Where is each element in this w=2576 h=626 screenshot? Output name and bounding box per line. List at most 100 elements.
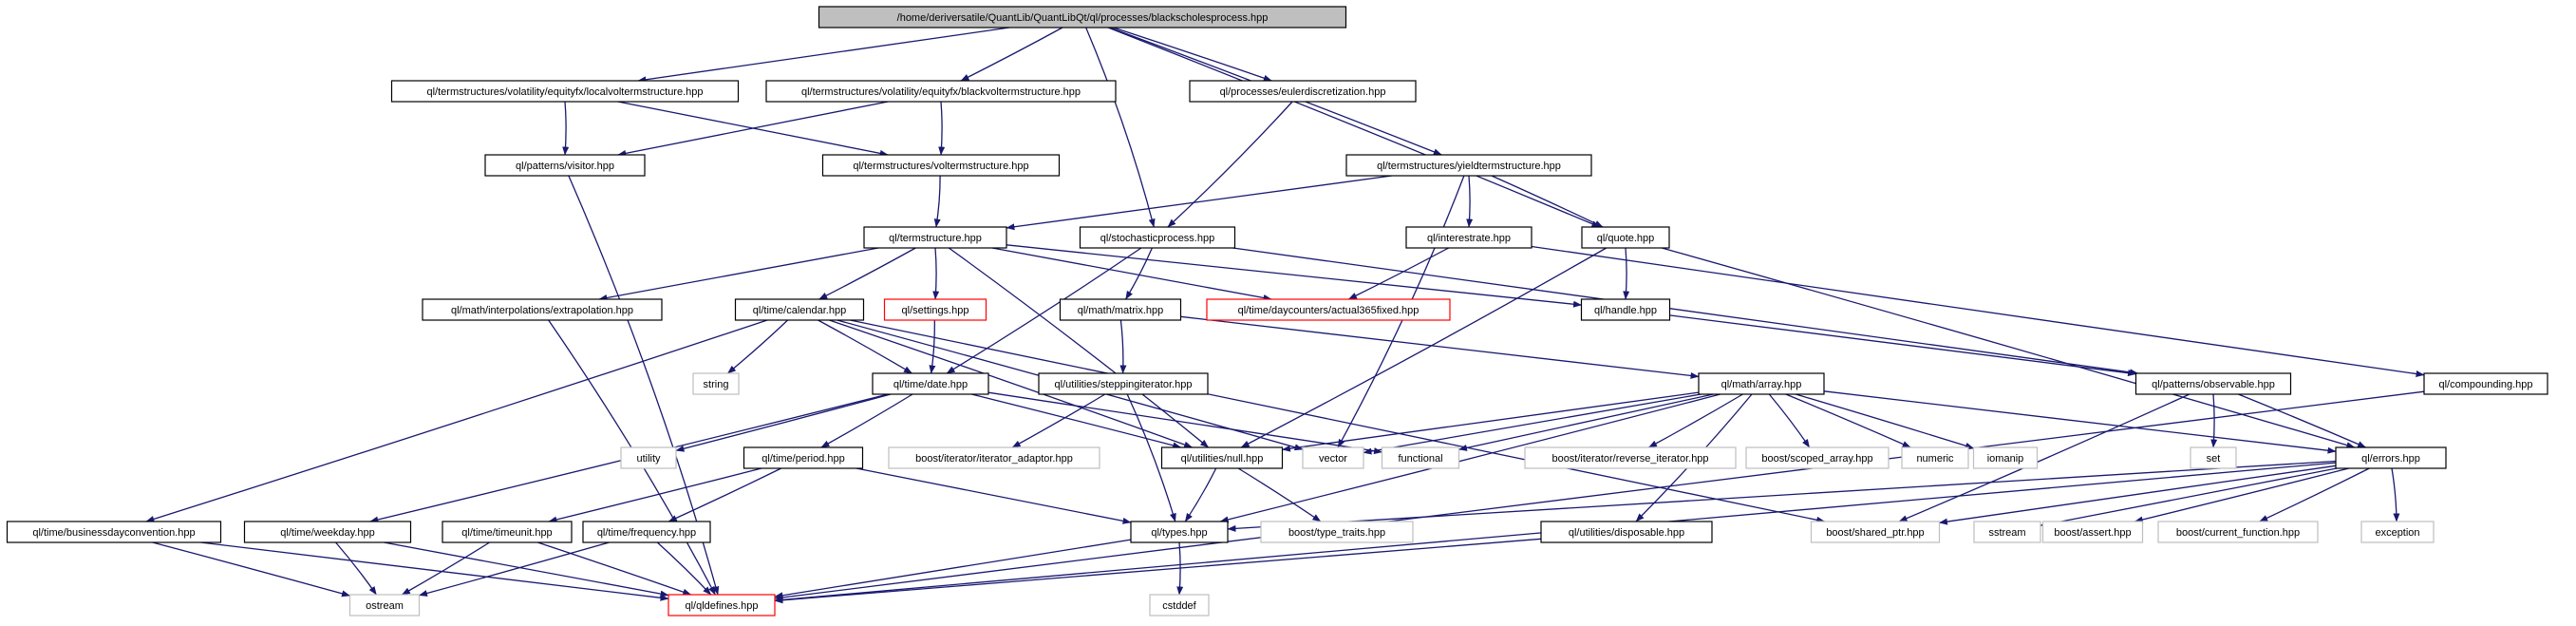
node-date[interactable]: ql/time/date.hpp — [872, 372, 989, 395]
node-label: ql/handle.hpp — [1594, 305, 1657, 316]
edge-types-to-qldefines — [774, 539, 1132, 599]
node-label: ql/interestrate.hpp — [1427, 233, 1511, 244]
node-blackvol[interactable]: ql/termstructures/volatility/equityfx/bl… — [765, 80, 1117, 103]
edge-timeunit-to-qldefines — [537, 541, 692, 596]
edge-handle-to-observable — [1669, 314, 2136, 377]
edge-weekday-to-ostream — [335, 541, 377, 596]
node-localvol[interactable]: ql/termstructures/volatility/equityfx/lo… — [390, 80, 740, 103]
node-label: ql/types.hpp — [1151, 527, 1207, 539]
node-timeunit[interactable]: ql/time/timeunit.hpp — [442, 521, 573, 543]
node-euler[interactable]: ql/processes/eulerdiscretization.hpp — [1189, 80, 1417, 103]
node-termstruct[interactable]: ql/termstructure.hpp — [863, 226, 1007, 249]
node-functional[interactable]: functional — [1381, 446, 1460, 469]
node-actual365[interactable]: ql/time/daycounters/actual365fixed.hpp — [1206, 298, 1451, 321]
node-box — [348, 594, 421, 617]
node-box — [1540, 521, 1713, 543]
node-box — [1405, 226, 1532, 249]
node-box — [1810, 521, 1941, 543]
node-reviter[interactable]: boost/iterator/reverse_iterator.hpp — [1524, 446, 1737, 469]
node-ostream[interactable]: ostream — [348, 594, 421, 617]
node-observable[interactable]: ql/patterns/observable.hpp — [2134, 372, 2292, 395]
node-set[interactable]: set — [2190, 446, 2237, 469]
node-label: ql/time/date.hpp — [893, 379, 968, 390]
node-errors[interactable]: ql/errors.hpp — [2335, 446, 2447, 469]
edge-volts-to-termstruct — [933, 175, 941, 228]
edge-calendar-to-sharedptr — [850, 319, 1826, 523]
edge-bsp-to-blackvol — [960, 27, 1063, 82]
node-box — [1345, 154, 1592, 177]
node-vector[interactable]: vector — [1302, 446, 1364, 469]
edge-null-to-typetraits — [1237, 467, 1322, 522]
node-calendar[interactable]: ql/time/calendar.hpp — [734, 298, 865, 321]
edge-calendar-to-busdayconv — [145, 319, 768, 522]
node-label: ql/termstructures/volatility/equityfx/lo… — [427, 86, 704, 98]
node-iomanip[interactable]: iomanip — [1972, 446, 2039, 469]
node-visitor[interactable]: ql/patterns/visitor.hpp — [484, 154, 646, 177]
node-null[interactable]: ql/utilities/null.hpp — [1160, 446, 1284, 469]
node-label: ql/patterns/observable.hpp — [2152, 379, 2275, 390]
node-box — [1302, 446, 1364, 469]
node-cstddef[interactable]: cstddef — [1149, 594, 1210, 617]
node-label: boost/iterator/reverse_iterator.hpp — [1551, 453, 1708, 465]
node-numeric[interactable]: numeric — [1901, 446, 1969, 469]
edge-array-to-vector — [1363, 393, 1702, 455]
edge-array-to-scopedarray — [1768, 393, 1811, 448]
node-disposable[interactable]: ql/utilities/disposable.hpp — [1540, 521, 1713, 543]
node-volts[interactable]: ql/termstructures/voltermstructure.hpp — [821, 154, 1061, 177]
edge-busdayconv-to-qldefines — [200, 541, 669, 601]
node-box — [2335, 446, 2447, 469]
edge-frequency-to-qldefines — [656, 541, 712, 596]
node-box — [2190, 446, 2237, 469]
node-qldefines[interactable]: ql/qldefines.hpp — [668, 594, 776, 617]
node-string[interactable]: string — [692, 372, 740, 395]
node-stepiter[interactable]: ql/utilities/steppingiterator.hpp — [1038, 372, 1209, 395]
node-box — [582, 521, 711, 543]
node-label: boost/shared_ptr.hpp — [1826, 527, 1924, 539]
node-label: vector — [1319, 453, 1347, 465]
node-box — [743, 446, 864, 469]
node-label: functional — [1398, 453, 1442, 465]
node-label: ql/patterns/visitor.hpp — [516, 161, 614, 172]
node-sharedptr[interactable]: boost/shared_ptr.hpp — [1810, 521, 1941, 543]
edge-bsp-to-quote — [1107, 27, 1601, 228]
node-compounding[interactable]: ql/compounding.hpp — [2423, 372, 2548, 395]
node-interestrate[interactable]: ql/interestrate.hpp — [1405, 226, 1532, 249]
node-weekday[interactable]: ql/time/weekday.hpp — [243, 521, 412, 543]
node-box — [1524, 446, 1737, 469]
node-typetraits[interactable]: boost/type_traits.hpp — [1260, 521, 1414, 543]
node-label: ql/errors.hpp — [2361, 453, 2420, 465]
node-frequency[interactable]: ql/time/frequency.hpp — [582, 521, 711, 543]
node-iteradaptor[interactable]: boost/iterator/iterator_adaptor.hpp — [888, 446, 1100, 469]
node-quote[interactable]: ql/quote.hpp — [1581, 226, 1670, 249]
node-array[interactable]: ql/math/array.hpp — [1698, 372, 1825, 395]
node-yieldts[interactable]: ql/termstructures/yieldtermstructure.hpp — [1345, 154, 1592, 177]
node-label: ql/settings.hpp — [902, 305, 969, 316]
edge-layer — [145, 27, 2425, 604]
node-stochproc[interactable]: ql/stochasticprocess.hpp — [1079, 226, 1236, 249]
node-label: set — [2207, 453, 2221, 465]
edge-date-to-utility — [675, 393, 892, 452]
node-label: ql/termstructures/voltermstructure.hpp — [853, 161, 1028, 172]
node-bsp[interactable]: /home/deriversatile/QuantLib/QuantLibQt/… — [818, 6, 1347, 28]
node-types[interactable]: ql/types.hpp — [1130, 521, 1229, 543]
node-assert[interactable]: boost/assert.hpp — [2041, 521, 2144, 543]
node-period[interactable]: ql/time/period.hpp — [743, 446, 864, 469]
node-sstream[interactable]: sstream — [1973, 521, 2041, 543]
node-busdayconv[interactable]: ql/time/businessdayconvention.hpp — [6, 521, 222, 543]
node-scopedarray[interactable]: boost/scoped_array.hpp — [1745, 446, 1890, 469]
node-box — [883, 298, 987, 321]
node-curfunc[interactable]: boost/current_function.hpp — [2157, 521, 2319, 543]
node-matrix[interactable]: ql/math/matrix.hpp — [1059, 298, 1182, 321]
node-handle[interactable]: ql/handle.hpp — [1580, 298, 1671, 321]
edge-quote-to-errors — [1662, 247, 2356, 448]
node-utility[interactable]: utility — [620, 446, 677, 469]
node-exception[interactable]: exception — [2360, 521, 2435, 543]
node-box — [1973, 521, 2041, 543]
node-settings[interactable]: ql/settings.hpp — [883, 298, 987, 321]
node-extrap[interactable]: ql/math/interpolations/extrapolation.hpp — [422, 298, 663, 321]
node-box — [2134, 372, 2292, 395]
node-label: ql/qldefines.hpp — [685, 600, 758, 612]
edge-period-to-types — [856, 467, 1132, 524]
node-box — [484, 154, 646, 177]
node-label: boost/current_function.hpp — [2176, 527, 2300, 539]
